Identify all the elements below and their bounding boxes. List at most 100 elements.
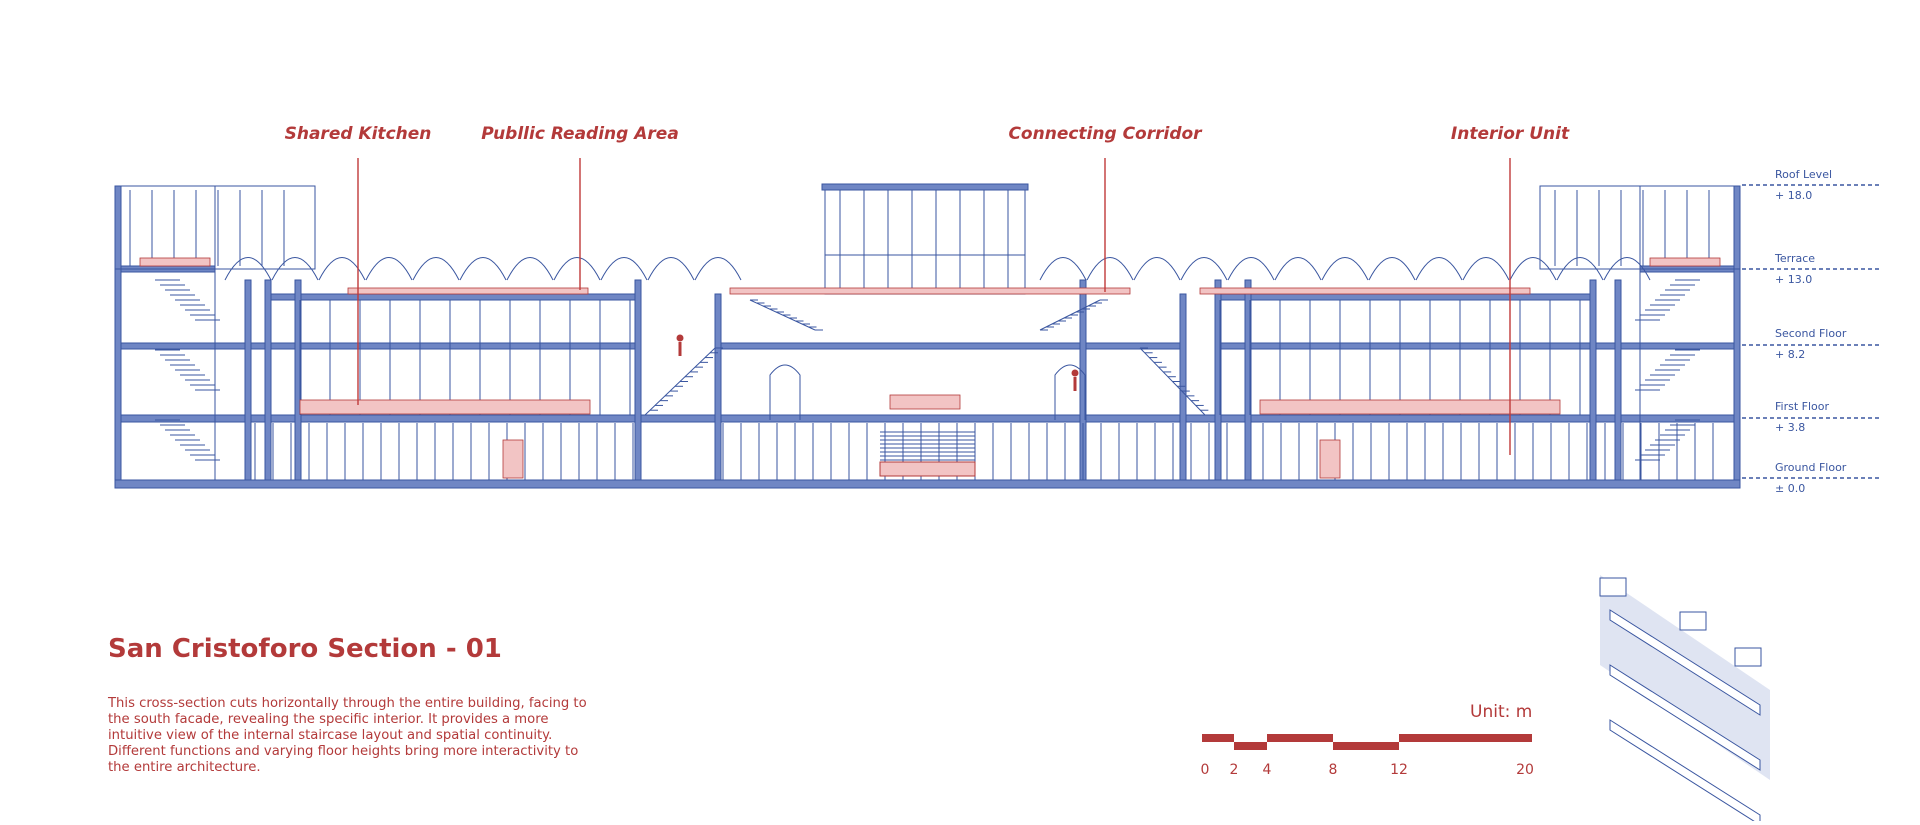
- person-figure: [1071, 369, 1079, 377]
- roof-vault: [1227, 257, 1275, 281]
- axon-floor-plate: [1609, 664, 1761, 771]
- structural-wall: [1589, 279, 1597, 481]
- roof-vault: [1274, 257, 1322, 281]
- axonometric-key-plan: [1599, 575, 1770, 825]
- roof-vault: [1462, 257, 1510, 281]
- roof-pavilion-left: [114, 185, 316, 270]
- roof-vault: [1133, 257, 1181, 281]
- arched-opening: [769, 364, 801, 420]
- level-name-ground-floor: Ground Floor: [1775, 461, 1847, 474]
- furniture-fill: [347, 287, 589, 295]
- structural-wall: [1244, 279, 1252, 481]
- level-value-terrace: + 13.0: [1775, 273, 1813, 286]
- roof-vault: [1321, 257, 1369, 281]
- scale-tick-label: 20: [1516, 762, 1534, 778]
- structural-wall: [294, 279, 302, 481]
- axon-tower: [1679, 611, 1707, 631]
- roof-vault: [1039, 257, 1087, 281]
- callout-public-reading-area: Publlic Reading Area: [481, 124, 679, 144]
- structural-wall: [1214, 279, 1222, 481]
- structural-wall: [714, 293, 722, 481]
- furniture-fill: [502, 439, 524, 479]
- roof-vault: [694, 257, 742, 281]
- scale-bar-segment: [1333, 742, 1399, 750]
- page-title: San Cristoforo Section - 01: [108, 634, 502, 664]
- roof-vault: [1180, 257, 1228, 281]
- scale-tick-label: 12: [1390, 762, 1408, 778]
- scale-tick-label: 4: [1262, 762, 1272, 778]
- roof-vault: [1509, 257, 1557, 281]
- structural-wall: [264, 279, 272, 481]
- structural-wall: [244, 279, 252, 481]
- axon-tower: [1599, 577, 1627, 597]
- roof-vault: [1556, 257, 1604, 281]
- scale-tick-label: 0: [1200, 762, 1210, 778]
- roof-vault: [271, 257, 319, 281]
- arched-opening: [1054, 364, 1086, 420]
- callout-interior-unit: Interior Unit: [1450, 124, 1570, 144]
- roof-vault: [1603, 257, 1651, 281]
- level-marker-lines: [1742, 184, 1880, 479]
- second-floor-slab-left: [114, 342, 641, 350]
- roof-vault: [412, 257, 460, 281]
- furniture-fill: [1649, 257, 1721, 267]
- section-description: This cross-section cuts horizontally thr…: [108, 696, 587, 775]
- roof-vault: [647, 257, 695, 281]
- second-floor-slab-right: [1214, 342, 1741, 350]
- level-name-second-floor: Second Floor: [1775, 327, 1847, 340]
- roof-vault: [1415, 257, 1463, 281]
- roof-vault: [553, 257, 601, 281]
- furniture-fill: [889, 394, 961, 410]
- scale-bar-segment: [1399, 734, 1532, 742]
- scale-bar-segment: [1202, 734, 1234, 742]
- level-value-ground-floor: ± 0.0: [1775, 482, 1806, 495]
- structural-wall: [114, 185, 122, 481]
- furniture-fill: [139, 257, 211, 267]
- axon-floor-plate: [1609, 609, 1761, 716]
- level-name-terrace: Terrace: [1775, 252, 1816, 265]
- axon-floor-plate: [1609, 719, 1761, 825]
- scale-tick-label: 2: [1229, 762, 1239, 778]
- central-tower: [824, 185, 1026, 295]
- level-value-second-floor: + 8.2: [1775, 348, 1806, 361]
- stair-tower: [1639, 185, 1741, 481]
- furniture-fill: [1259, 399, 1561, 415]
- axon-tower: [1734, 647, 1762, 667]
- scale-bar-segment: [1267, 734, 1333, 742]
- furniture-fill: [729, 287, 1131, 295]
- upper-slab-right: [1214, 293, 1591, 301]
- first-floor-slab: [114, 414, 1741, 423]
- level-value-first-floor: + 3.8: [1775, 421, 1806, 434]
- central-tower-roof: [821, 183, 1029, 191]
- furniture-fill: [1199, 287, 1531, 295]
- level-name-first-floor: First Floor: [1775, 400, 1830, 413]
- furniture-fill: [1319, 439, 1341, 479]
- callout-connecting-corridor: Connecting Corridor: [1008, 124, 1202, 144]
- roof-pavilion-right: [1539, 185, 1741, 270]
- scale-tick-label: 8: [1328, 762, 1338, 778]
- level-name-roof: Roof Level: [1775, 168, 1833, 181]
- roof-vault: [506, 257, 554, 281]
- structural-wall: [1179, 293, 1187, 481]
- structural-wall: [634, 279, 642, 481]
- roof-vault: [459, 257, 507, 281]
- grand-stair-platform: [879, 461, 976, 477]
- second-floor-slab-center: [714, 342, 1181, 350]
- roof-vault: [600, 257, 648, 281]
- structural-wall: [1614, 279, 1622, 481]
- furniture-fill: [299, 399, 591, 415]
- structural-wall: [1733, 185, 1741, 481]
- level-value-roof: + 18.0: [1775, 189, 1813, 202]
- scale-unit-label: Unit: m: [1470, 702, 1533, 722]
- roof-vault: [1086, 257, 1134, 281]
- ground-slab: [114, 479, 1741, 489]
- axon-cut-plane: [1600, 575, 1770, 780]
- roof-vault: [318, 257, 366, 281]
- scale-bar-segment: [1234, 742, 1267, 750]
- upper-slab-left: [264, 293, 636, 301]
- roof-vault: [1368, 257, 1416, 281]
- section-linework: [114, 183, 1741, 489]
- roof-vault: [224, 257, 272, 281]
- callout-shared-kitchen: Shared Kitchen: [284, 124, 432, 144]
